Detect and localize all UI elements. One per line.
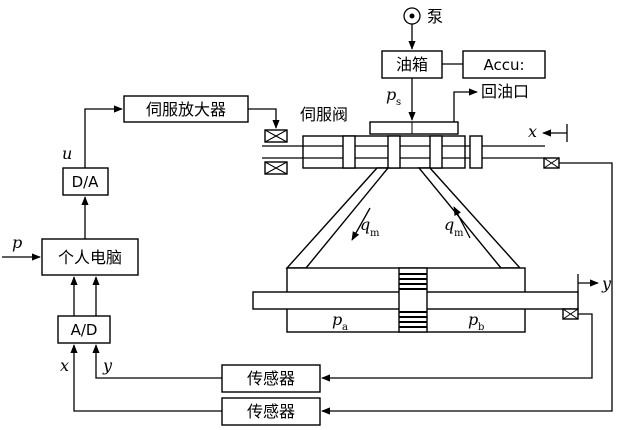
qm-right-arrow (453, 206, 471, 239)
rod-sensor-cross (562, 308, 579, 320)
spool-land-2 (387, 135, 401, 169)
da-label: D/A (72, 173, 100, 191)
right-flow-channel (417, 167, 522, 269)
ad-box (57, 315, 111, 344)
pump: 泵 (403, 7, 443, 50)
ps-label: p (386, 85, 396, 104)
accumulator: Accu: (462, 50, 546, 79)
sensor-top: 传感器 (221, 364, 321, 393)
da-converter: D/A (62, 167, 109, 196)
sensor-bottom-label: 传感器 (247, 402, 295, 421)
pc-box (41, 238, 139, 276)
servo-amplifier-box (123, 95, 249, 123)
sensor-bottom: 传感器 (221, 397, 321, 426)
qm-right-label: q (444, 215, 454, 234)
valve-displacement: x (528, 122, 568, 142)
servo-valve-label: 伺服阀 (300, 105, 348, 124)
sensor-bottom-box (221, 397, 321, 426)
sensor-bottom-to-ad-line (70, 344, 222, 412)
valve-port-block (369, 121, 459, 135)
coil-top-cross (264, 129, 288, 143)
servo-amplifier: 伺服放大器 (123, 95, 249, 123)
spool-land-4 (469, 135, 483, 169)
left-flow-channel (285, 167, 390, 269)
servo-amplifier-label: 伺服放大器 (146, 100, 226, 119)
u-label: u (62, 144, 72, 163)
spool-land-1 (342, 135, 356, 169)
personal-computer: 个人电脑 (41, 238, 139, 276)
valve-x-label: x (528, 122, 537, 141)
piston-feedback-line (321, 313, 593, 382)
sensor-top-to-ad-line (92, 344, 222, 379)
return-line (453, 88, 478, 128)
ad-y-label: y (102, 356, 113, 375)
ps-subscript: s (396, 97, 401, 108)
ad-x-label: x (60, 356, 69, 375)
servo-valve: 伺服阀 (262, 105, 560, 175)
return-port-label: 回油口 (481, 82, 529, 101)
qm-left-label: q (360, 215, 370, 234)
coil-bottom-cross (264, 161, 288, 175)
accumulator-box (462, 50, 546, 79)
piston-y-label: y (601, 274, 612, 293)
qm-right-subscript: m (454, 228, 464, 239)
pb-label: p (468, 310, 478, 329)
spool-land-3 (429, 135, 443, 169)
pb-subscript: b (478, 322, 484, 333)
da-to-amp-line (84, 105, 123, 168)
ad-converter: A/D (57, 315, 111, 344)
pa-label: p (332, 310, 342, 329)
ad-label: A/D (71, 321, 98, 339)
piston-seals (399, 273, 427, 328)
oil-tank: 油箱 (381, 50, 443, 79)
pc-label: 个人电脑 (58, 248, 122, 267)
amp-to-coil-line (248, 108, 280, 129)
hydraulic-cylinder: p a p b (252, 267, 579, 333)
sensor-top-label: 传感器 (247, 369, 295, 388)
valve-feedback-line (321, 162, 613, 415)
pa-subscript: a (342, 322, 348, 333)
flow-channels: q m q m (285, 167, 522, 269)
qm-left-arrow (351, 207, 371, 241)
accumulator-label: Accu: (483, 56, 524, 74)
oil-tank-box (381, 50, 443, 79)
piston-displacement: y (577, 274, 612, 293)
valve-sensor-cross (543, 157, 560, 169)
qm-left-subscript: m (370, 228, 380, 239)
pump-symbol-dot (409, 13, 415, 19)
pump-label: 泵 (427, 7, 443, 26)
oil-tank-label: 油箱 (396, 55, 428, 74)
p-label: p (12, 233, 22, 252)
